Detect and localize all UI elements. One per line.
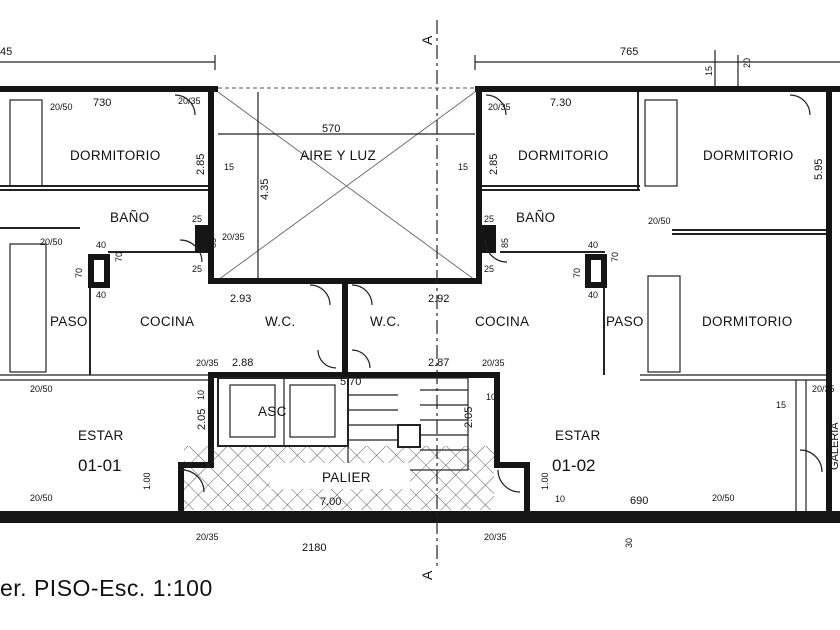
section-mark-bottom: A bbox=[419, 570, 435, 580]
dim-293: 2.93 bbox=[230, 293, 251, 305]
unit-labels: 01-01 01-02 bbox=[78, 456, 595, 475]
unit-right: 01-02 bbox=[552, 456, 595, 475]
dim-top-left: 45 bbox=[0, 46, 12, 58]
drawing-title: er. PISO-Esc. 1:100 bbox=[0, 575, 213, 601]
room-bano-right: BAÑO bbox=[516, 210, 555, 225]
window-20-50: 20/50 bbox=[712, 493, 735, 503]
unit-left: 01-01 bbox=[78, 456, 121, 475]
section-marks: A A bbox=[419, 35, 435, 580]
air-light-patio bbox=[217, 87, 476, 281]
dim-730b: 7.30 bbox=[550, 97, 571, 109]
dim-70: 70 bbox=[610, 252, 620, 262]
window-20-50: 20/50 bbox=[30, 384, 53, 394]
dim-10: 10 bbox=[555, 494, 565, 504]
left-unit-walls bbox=[0, 92, 350, 512]
room-dormitorio-right-2: DORMITORIO bbox=[703, 148, 794, 163]
window-20-35: 20/35 bbox=[484, 227, 494, 250]
window-20-35: 20/35 bbox=[482, 358, 505, 368]
top-dimension-lines bbox=[0, 50, 840, 92]
room-bano-left: BAÑO bbox=[110, 210, 149, 225]
dim-25: 25 bbox=[484, 214, 494, 224]
dim-100a: 1.00 bbox=[142, 472, 152, 490]
dim-20: 20 bbox=[742, 58, 752, 68]
room-wc-left: W.C. bbox=[265, 314, 295, 329]
dim-70: 70 bbox=[74, 268, 84, 278]
dim-2180: 2180 bbox=[302, 542, 326, 554]
room-paso-left: PASO bbox=[50, 314, 88, 329]
dim-25: 25 bbox=[192, 214, 202, 224]
dim-435: 4.35 bbox=[259, 179, 271, 200]
window-20-50: 20/50 bbox=[648, 216, 671, 226]
window-20-35: 20/35 bbox=[484, 532, 507, 542]
room-aire-y-luz: AIRE Y LUZ bbox=[300, 148, 376, 163]
dim-205a: 2.05 bbox=[196, 409, 208, 430]
dim-30: 30 bbox=[624, 538, 634, 548]
dim-730: 730 bbox=[93, 97, 111, 109]
dim-70: 70 bbox=[114, 252, 124, 262]
dim-85: 85 bbox=[500, 238, 510, 248]
dim-40: 40 bbox=[96, 290, 106, 300]
room-dormitorio-left: DORMITORIO bbox=[70, 148, 161, 163]
dim-205b: 2.05 bbox=[463, 407, 475, 428]
dim-40: 40 bbox=[96, 240, 106, 250]
right-unit-walls bbox=[345, 92, 826, 512]
window-20-35: 20/35 bbox=[222, 232, 245, 242]
room-cocina-left: COCINA bbox=[140, 314, 194, 329]
dim-40: 40 bbox=[588, 290, 598, 300]
room-cocina-right: COCINA bbox=[475, 314, 529, 329]
dim-15: 15 bbox=[776, 400, 786, 410]
dim-690: 690 bbox=[630, 495, 648, 507]
dim-15: 15 bbox=[704, 66, 714, 76]
dim-15: 15 bbox=[224, 162, 234, 172]
dim-25: 25 bbox=[192, 264, 202, 274]
dim-285a: 2.85 bbox=[195, 154, 207, 175]
room-dormitorio-right-1: DORMITORIO bbox=[518, 148, 609, 163]
dim-288: 2.88 bbox=[232, 357, 253, 369]
stair-core bbox=[184, 377, 494, 510]
section-mark-top: A bbox=[419, 35, 435, 45]
dim-10: 10 bbox=[486, 392, 496, 402]
dimension-texts: 45 765 730 7.30 570 5.70 2.85 2.85 4.35 … bbox=[0, 46, 835, 554]
dim-570: 570 bbox=[322, 123, 340, 135]
dim-285b: 2.85 bbox=[488, 154, 500, 175]
dim-top-right: 765 bbox=[620, 46, 638, 58]
room-palier: PALIER bbox=[322, 470, 371, 485]
dim-25: 25 bbox=[484, 264, 494, 274]
dim-700: 7.00 bbox=[320, 496, 341, 508]
room-labels: DORMITORIO BAÑO PASO COCINA W.C. W.C. AI… bbox=[50, 148, 840, 485]
window-20-35: 20/35 bbox=[488, 102, 511, 112]
room-wc-right: W.C. bbox=[370, 314, 400, 329]
dim-10: 10 bbox=[196, 390, 206, 400]
window-20-50: 20/50 bbox=[40, 237, 63, 247]
dim-15: 15 bbox=[458, 162, 468, 172]
dim-40: 40 bbox=[588, 240, 598, 250]
dim-570b: 5.70 bbox=[340, 376, 361, 388]
exterior-walls bbox=[0, 86, 840, 523]
dim-85: 85 bbox=[208, 238, 218, 248]
dim-287: 2.87 bbox=[428, 357, 449, 369]
dim-292: 2.92 bbox=[428, 293, 449, 305]
room-paso-right: PASO bbox=[606, 314, 644, 329]
room-galeria: GALERIA bbox=[829, 422, 840, 470]
window-20-35: 20/35 bbox=[196, 358, 219, 368]
window-20-35: 20/35 bbox=[812, 384, 835, 394]
dim-595: 5.95 bbox=[813, 159, 825, 180]
dim-100b: 1.00 bbox=[540, 472, 550, 490]
room-ascensor: ASC bbox=[258, 404, 287, 419]
room-dormitorio-right-3: DORMITORIO bbox=[702, 314, 793, 329]
window-20-50: 20/50 bbox=[30, 493, 53, 503]
dim-70: 70 bbox=[572, 268, 582, 278]
door-swings bbox=[174, 94, 823, 493]
room-estar-left: ESTAR bbox=[78, 428, 124, 443]
room-estar-right: ESTAR bbox=[555, 428, 601, 443]
window-20-35: 20/35 bbox=[178, 96, 201, 106]
window-20-35: 20/35 bbox=[196, 532, 219, 542]
window-20-50: 20/50 bbox=[50, 102, 73, 112]
